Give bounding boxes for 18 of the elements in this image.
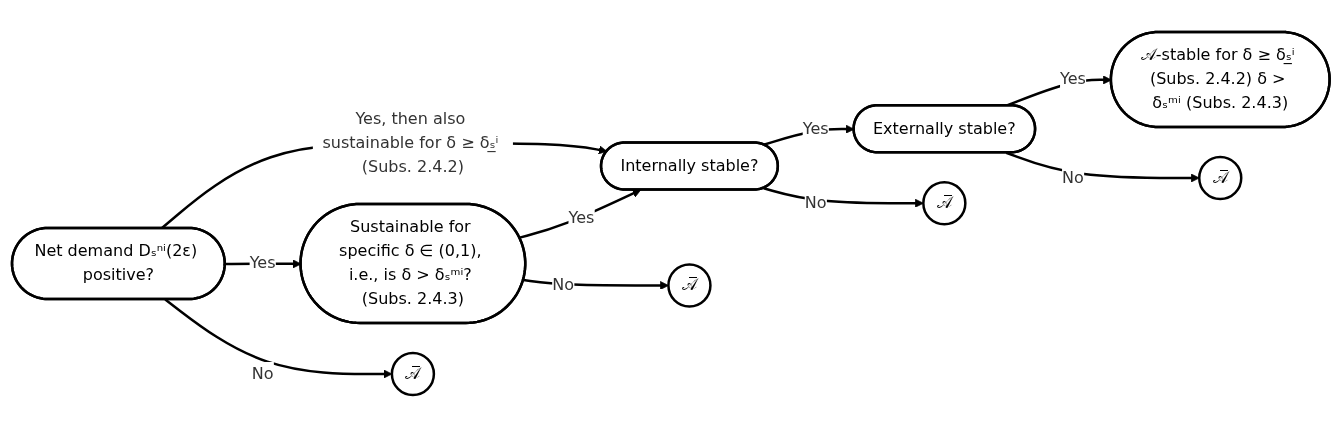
node-circle: 𝒜̅	[667, 262, 712, 308]
arrow	[519, 188, 642, 239]
edge-label: Yes	[1060, 69, 1087, 88]
edge-label: Yes	[249, 252, 276, 272]
node-circle: 𝒜̅	[390, 351, 436, 396]
arrow	[763, 186, 924, 208]
arrow	[164, 298, 393, 378]
edge-label: No	[552, 274, 575, 294]
arrow	[1005, 151, 1200, 182]
edge-label: No	[1062, 167, 1085, 187]
arrow	[523, 278, 669, 290]
node-circle: 𝒜̅	[922, 180, 967, 225]
edge-label: No	[251, 363, 274, 383]
node-circle: 𝒜̅	[1198, 155, 1243, 200]
edge-label: No	[805, 192, 827, 212]
edge-label: Yes	[802, 118, 829, 138]
edge-label: Yes, then also sustainable for δ ≥ δₛ̲ⁱ (Subs. 2.4.2)	[322, 108, 499, 176]
edge-label: Yes	[568, 207, 595, 227]
